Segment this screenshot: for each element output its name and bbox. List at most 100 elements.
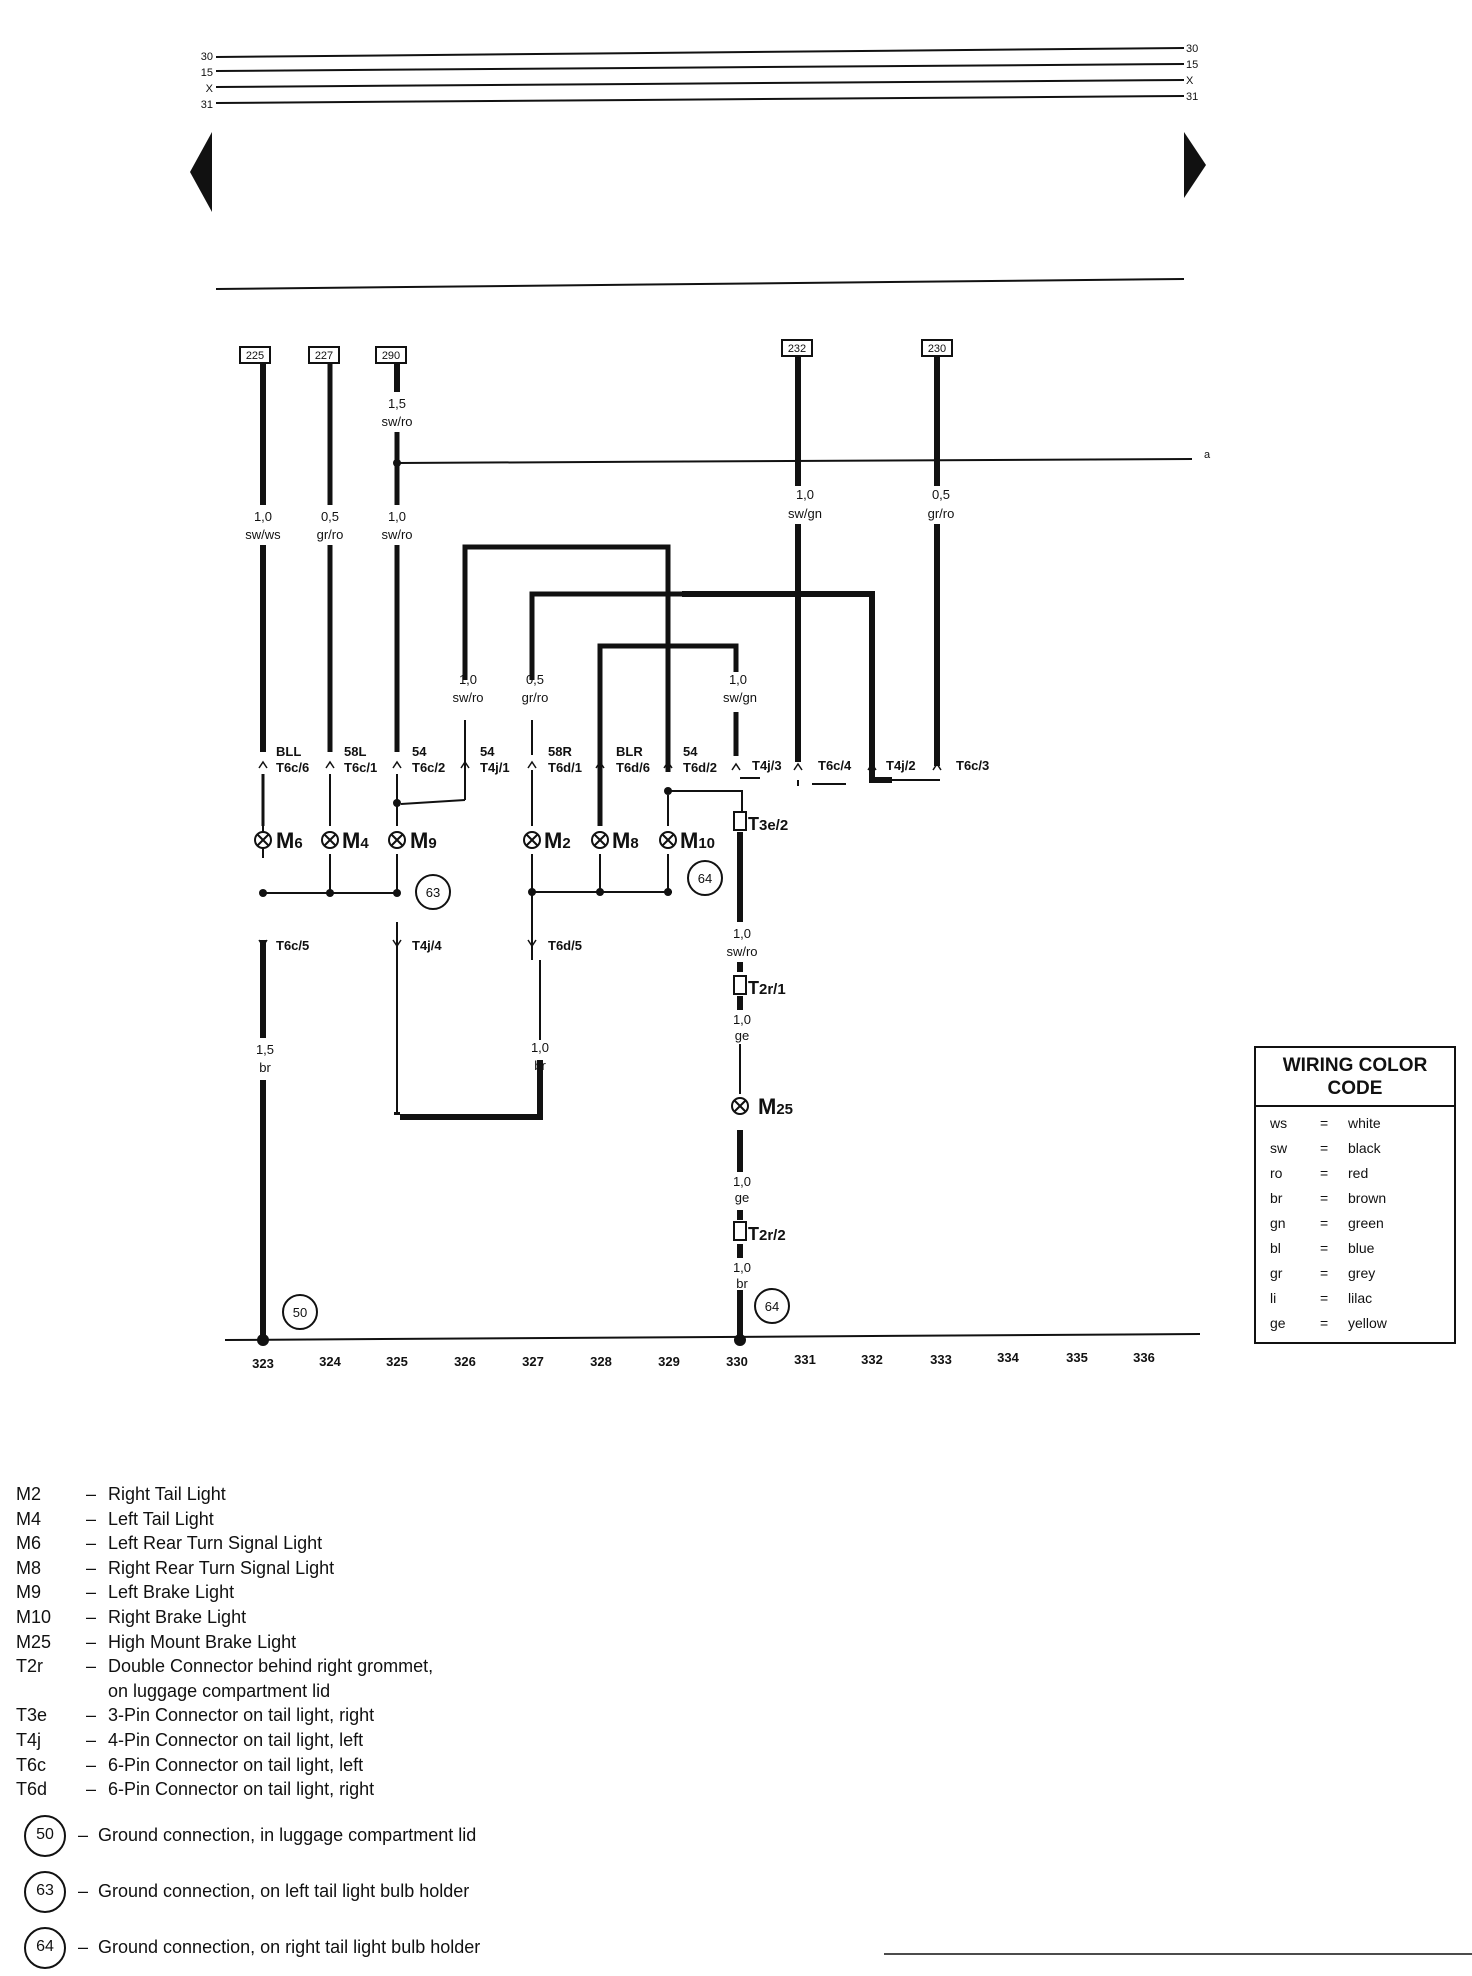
wire-327-color: gr/ro <box>522 690 549 705</box>
pin-blr-pin: T6d/6 <box>616 760 650 775</box>
svg-text:64: 64 <box>765 1299 779 1314</box>
legend-item: T6c–6-Pin Connector on tail light, left <box>16 1754 364 1775</box>
wire-left-ground-gauge: 1,5 <box>256 1042 274 1057</box>
wire-return-color: br <box>534 1058 546 1073</box>
wire-off-sheet-a <box>396 458 1193 464</box>
wire-326-gauge: 1,0 <box>459 672 477 687</box>
label-t3e: T3e/2 <box>748 814 788 834</box>
pin-t6c5: T6c/5 <box>276 938 309 953</box>
bus-labels-right: 30 15 X 31 <box>1186 43 1198 103</box>
pin-54c-pin: T6d/2 <box>683 760 717 775</box>
svg-text:64: 64 <box>698 871 712 886</box>
wire-232-gauge: 1,0 <box>796 487 814 502</box>
wire-330d-gauge: 1,0 <box>733 1174 751 1189</box>
wire-330a <box>690 643 739 672</box>
bus-label-x-left: X <box>206 83 214 95</box>
label-m10: M10 <box>680 828 715 853</box>
track-326: 326 <box>454 1354 476 1369</box>
wire-230-gauge: 0,5 <box>932 487 950 502</box>
bus-label-15-left: 15 <box>201 67 213 79</box>
svg-text:230: 230 <box>928 343 946 355</box>
label-t2r2: T2r/2 <box>748 1224 786 1244</box>
pin-bll-func: BLL <box>276 744 301 759</box>
nav-arrow-right-icon[interactable] <box>1184 132 1206 198</box>
lamp-m8-icon <box>591 831 609 849</box>
color-code-row: br=brown <box>1270 1190 1387 1206</box>
bus-label-30-right: 30 <box>1186 43 1198 55</box>
wire-225-gauge: 1,0 <box>254 509 272 524</box>
ground-64-legend-icon: 64 <box>24 1926 66 1969</box>
label-m8: M8 <box>612 828 639 853</box>
junction-dot <box>734 1334 746 1346</box>
pin-blr-func: BLR <box>616 744 643 759</box>
svg-text:63: 63 <box>426 885 440 900</box>
pin-54b-pin: T4j/1 <box>480 760 510 775</box>
legend-item: M10–Right Brake Light <box>16 1606 247 1627</box>
ground-points: 63 64 50 64 <box>282 860 790 1330</box>
wire-227-color: gr/ro <box>317 527 344 542</box>
pin-t4j3: T4j/3 <box>752 758 782 773</box>
track-334: 334 <box>997 1350 1019 1365</box>
wire-330a-gauge: 1,0 <box>729 672 747 687</box>
off-sheet-label: a <box>1204 449 1211 461</box>
color-code-table: ws=white sw=black ro=red br=brown gn=gre… <box>1270 1113 1387 1338</box>
legend-item: on luggage compartment lid <box>108 1680 331 1701</box>
wire-227-gauge: 0,5 <box>321 509 339 524</box>
wire-290-top-color: sw/ro <box>381 414 412 429</box>
svg-text:290: 290 <box>382 350 400 362</box>
label-m6: M6 <box>276 828 303 853</box>
lamp-m4-icon <box>321 831 339 849</box>
ground-legend-item: 50 – Ground connection, in luggage compa… <box>24 1808 656 1864</box>
svg-text:225: 225 <box>246 350 264 362</box>
pin-t6c3: T6c/3 <box>956 758 989 773</box>
lamp-m2-icon <box>523 831 541 849</box>
lamp-m25-icon <box>731 1097 749 1115</box>
track-328: 328 <box>590 1354 612 1369</box>
legend-item: M9–Left Brake Light <box>16 1582 235 1603</box>
wire-326-color: sw/ro <box>452 690 483 705</box>
wire-330b-color: sw/ro <box>726 944 757 959</box>
wire-290-top-gauge: 1,5 <box>388 396 406 411</box>
wires <box>260 356 1193 1340</box>
color-code-row: ro=red <box>1270 1165 1369 1181</box>
fuse-ref-290: 290 <box>375 346 407 364</box>
junction-dot <box>528 888 536 896</box>
pin-bll-pin: T6c/6 <box>276 760 309 775</box>
ground-64-icon: 64 <box>687 860 723 896</box>
legend-item: T4j–4-Pin Connector on tail light, left <box>16 1729 364 1750</box>
legend-item: T6d–6-Pin Connector on tail light, right <box>16 1779 375 1800</box>
wire-326 <box>462 544 671 772</box>
wire-327 <box>529 591 796 680</box>
component-labels: M6 M4 M9 M2 M8 M10 M25 T3e/2 T2r/1 T2r/2 <box>276 814 793 1244</box>
legend-item: T3e–3-Pin Connector on tail light, right <box>16 1705 375 1726</box>
ground-baseline <box>224 1333 1201 1341</box>
junction-dot <box>393 799 401 807</box>
wire-330b-gauge: 1,0 <box>733 926 751 941</box>
junction-dot <box>259 889 267 897</box>
track-324: 324 <box>319 1354 341 1369</box>
junction-dot <box>664 888 672 896</box>
legend-item: M6–Left Rear Turn Signal Light <box>16 1533 323 1554</box>
connector-t2r2-icon <box>733 1221 747 1241</box>
pin-58r-pin: T6d/1 <box>548 760 582 775</box>
track-numbers: 323 324 325 326 327 328 329 330 331 332 … <box>252 1350 1155 1371</box>
color-code-row: gn=green <box>1270 1215 1384 1231</box>
bus-labels-left: 30 15 X 31 <box>201 51 214 111</box>
track-330: 330 <box>726 1354 748 1369</box>
legend-item: T2r–Double Connector behind right gromme… <box>16 1656 434 1677</box>
pin-54b-func: 54 <box>480 744 495 759</box>
connector-t3e-icon <box>733 811 747 831</box>
pin-54c-func: 54 <box>683 744 698 759</box>
wire-327-gauge: 0,5 <box>526 672 544 687</box>
wire-230-color: gr/ro <box>928 506 955 521</box>
nav-arrow-left-icon[interactable] <box>190 132 212 212</box>
pin-labels: BLL T6c/6 58L T6c/1 54 T6c/2 54 T4j/1 58… <box>276 744 989 953</box>
legend-item: M2–Right Tail Light <box>16 1484 226 1504</box>
wire-left-ground-color: br <box>259 1060 271 1075</box>
wire-225-color: sw/ws <box>245 527 281 542</box>
lamp-m6-icon <box>254 831 272 849</box>
pin-58l-func: 58L <box>344 744 366 759</box>
pin-t4j4: T4j/4 <box>412 938 442 953</box>
fuse-ref-225: 225 <box>239 346 271 364</box>
